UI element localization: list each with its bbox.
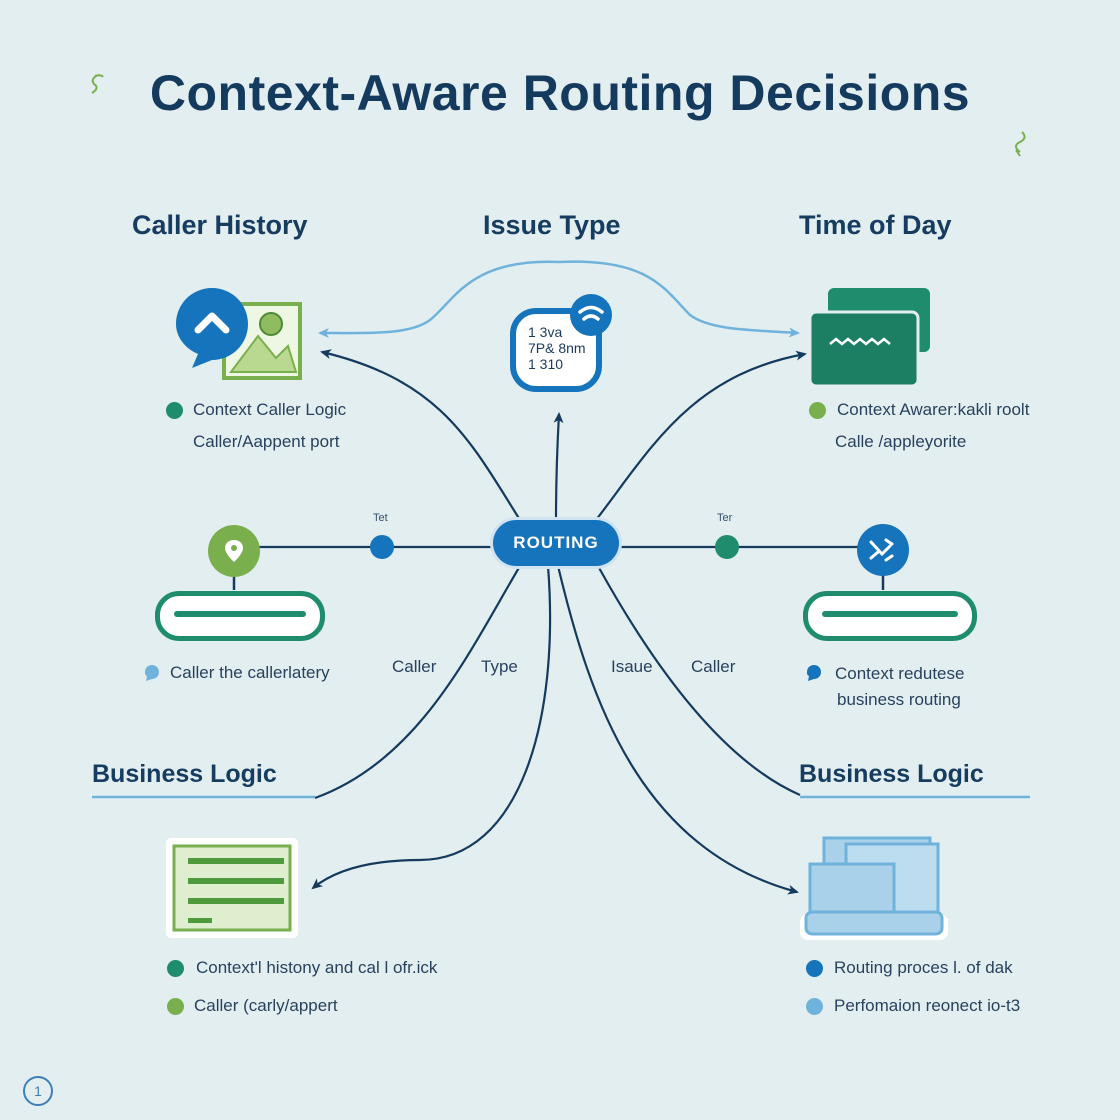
- speech-bubble-icon: [807, 665, 821, 681]
- caption-time-of-day-1: Context Awarer:kakli roolt: [837, 400, 1030, 419]
- bullet-dot: [806, 960, 823, 977]
- caption-caller-history-1: Context Caller Logic: [193, 400, 347, 419]
- document-lines-icon: [166, 838, 298, 938]
- connector-dot-left: [370, 535, 394, 559]
- bullet-dot: [809, 402, 826, 419]
- branch-to-laptop: [556, 565, 799, 895]
- squiggle-top-right-icon: [1015, 131, 1026, 157]
- bullet-dot: [806, 998, 823, 1015]
- page-title: Context-Aware Routing Decisions: [149, 65, 971, 121]
- connector-label-left: Tet: [373, 512, 388, 524]
- signal-icon: [570, 294, 612, 336]
- caption-time-of-day-2: Calle /appleyorite: [835, 432, 967, 451]
- line-to-time-of-day: [595, 350, 807, 521]
- clock-with-signal-icon: 1 3va 7P& 8nm 1 310: [510, 294, 612, 396]
- top-arc-right: [559, 260, 800, 338]
- caption-bottom-right-1: Routing proces l. of dak: [834, 958, 1013, 977]
- caller-history-bar: [155, 591, 325, 641]
- top-arc-left: [318, 260, 561, 339]
- heading-business-logic-right: Business Logic: [799, 760, 984, 788]
- heading-caller-history: Caller History: [132, 210, 308, 240]
- laptop-folder-icon: [800, 836, 948, 940]
- clock-line-3: 1 310: [528, 356, 564, 372]
- caption-mid-right-1: Context redutese: [835, 664, 965, 683]
- heading-issue-type: Issue Type: [483, 210, 621, 240]
- caption-mid-right-2: business routing: [837, 690, 961, 709]
- chat-bubble-with-image-icon: [176, 288, 302, 380]
- bullet-dot: [166, 402, 183, 419]
- caption-mid-left: Caller the callerlatery: [170, 663, 330, 682]
- stacked-chat-cards-icon: [808, 288, 930, 388]
- connector-label-right: Ter: [717, 512, 733, 524]
- time-of-day-bar: [803, 591, 977, 641]
- heading-business-logic-left: Business Logic: [92, 760, 277, 788]
- squiggle-top-left-icon: [91, 74, 104, 94]
- branch-to-document: [311, 565, 552, 890]
- caption-bottom-left-2: Caller (carly/appert: [194, 996, 338, 1015]
- branch-label-issue: Isaue: [611, 657, 653, 676]
- speech-bubble-icon: [145, 665, 159, 681]
- branch-label-caller-left: Caller: [392, 657, 437, 676]
- caption-bottom-right-2: Perfomaion reonect io-t3: [834, 996, 1021, 1015]
- branch-label-caller-right: Caller: [691, 657, 736, 676]
- branch-to-business-logic-right: [597, 565, 801, 797]
- bullet-dot: [167, 960, 184, 977]
- branch-to-business-logic-left: [314, 565, 521, 800]
- routing-node: ROUTING: [493, 520, 619, 566]
- caption-bottom-left-1: Context'l histony and cal l ofr.ick: [196, 958, 438, 977]
- branch-label-type: Type: [481, 657, 518, 676]
- clock-line-1: 1 3va: [528, 324, 563, 340]
- shuffle-icon: [857, 524, 909, 590]
- clock-line-2: 7P& 8nm: [528, 340, 586, 356]
- connector-dot-right: [715, 535, 739, 559]
- heading-time-of-day: Time of Day: [799, 210, 952, 240]
- line-to-issue-type: [553, 412, 564, 521]
- bullet-dot: [167, 998, 184, 1015]
- line-to-caller-history: [320, 349, 521, 521]
- page-number: 1: [23, 1076, 53, 1106]
- caption-caller-history-2: Caller/Aappent port: [193, 432, 340, 451]
- location-pin-icon: [208, 525, 260, 590]
